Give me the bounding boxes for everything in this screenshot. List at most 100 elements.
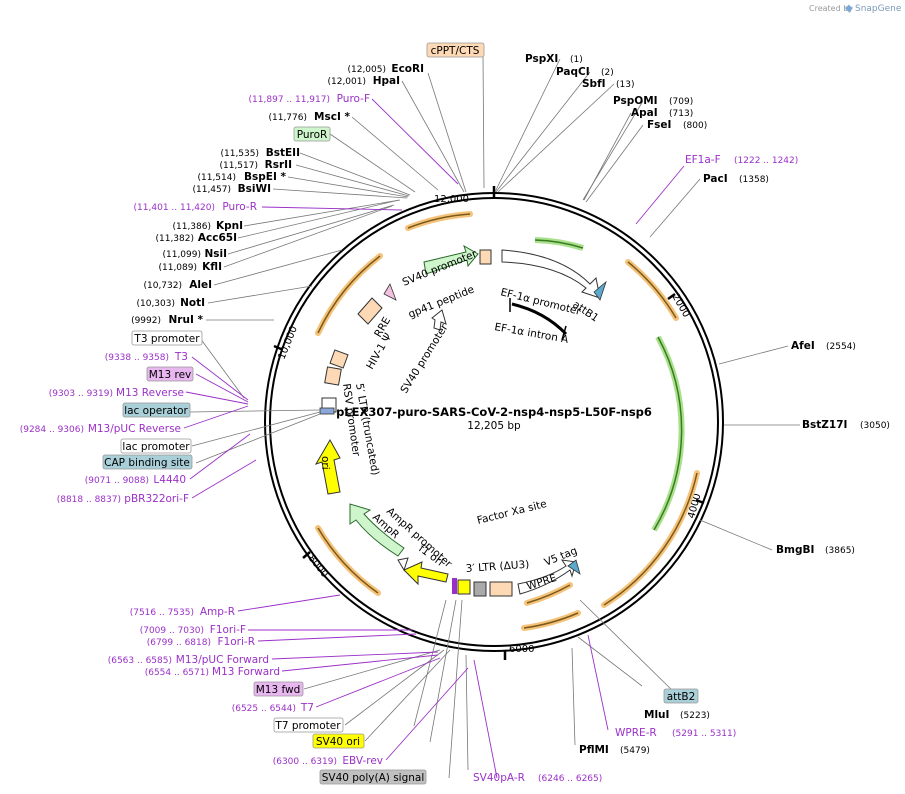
label-ltr3: 3′ LTR (ΔU3) [465, 559, 529, 575]
sv40-promoter-small-arrow [431, 309, 447, 331]
site-name-paci: PacI [703, 173, 728, 185]
site-name-msci: MscI * [314, 111, 350, 123]
orf-arc-green-top [534, 237, 584, 251]
site-pos-pspxi: (1) [570, 55, 583, 65]
primer-name-puro-f: Puro-F [337, 93, 370, 105]
site-name-sbfi: SbfI [582, 78, 606, 90]
sv40-ori-feature [457, 579, 471, 595]
site-pos-bmgbi: (3865) [825, 546, 855, 556]
primer-name-ef1a-f: EF1a-F [685, 154, 721, 166]
site-name-ecori: EcoRI [391, 63, 424, 75]
svg-text:PspXI: PspXI [525, 53, 558, 65]
tick-label-8000: 8000 [306, 553, 330, 580]
box-puror: PuroR [297, 129, 328, 141]
credit-prefix: Created by [809, 4, 853, 13]
site-name-mlui: MluI [644, 709, 669, 721]
box-lac-promoter: lac promoter [122, 441, 190, 453]
site-name-bsteii: BstEII [266, 147, 300, 159]
ltr3-feature [489, 581, 513, 597]
site-pos-afei: (2554) [826, 342, 856, 352]
site-name-bstz17i: BstZ17I [802, 419, 847, 431]
primer-name-t3: T3 [174, 351, 188, 363]
primer-labels: EF1a-F (1222 .. 1242) (11,897 .. 11,917)… [20, 93, 799, 784]
site-pos-kfli: (11,089) [158, 263, 197, 273]
ampr-arrow [349, 503, 405, 557]
box-t3-promoter: T3 promoter [133, 333, 200, 345]
primer-pos-wpre-r: (5291 .. 5311) [672, 729, 736, 739]
primer-pos-puro-r: (11,401 .. 11,420) [134, 203, 215, 213]
v5-feature [567, 559, 581, 575]
primer-name-amp-r: Amp-R [200, 606, 235, 618]
site-name-noti: NotI [180, 297, 205, 309]
box-t7-promoter: T7 promoter [274, 720, 341, 732]
site-name-nrui: NruI * [169, 314, 204, 326]
site-pos-fsei: (800) [683, 121, 707, 131]
tick-label-6000: 6000 [509, 644, 534, 655]
label-sv40-promoter-inner: SV40 promoter [398, 321, 451, 395]
ef1a-intron-arc [511, 302, 568, 336]
site-name-kpni: KpnI [216, 220, 243, 232]
box-cap-site: CAP binding site [104, 457, 190, 469]
site-name-nsii: NsiI [204, 248, 227, 260]
site-name-alei: AleI [189, 279, 212, 291]
orf-arc-5000b [521, 610, 581, 631]
orf-arc-puro [405, 211, 473, 231]
primer-name-m13-puc-reverse: M13/pUC Reverse [88, 423, 181, 435]
tick-10000 [273, 344, 282, 351]
ef1a-promoter-arrow [501, 249, 601, 299]
attb1-feature [593, 280, 607, 301]
primer-pos-m13-reverse: (9303 .. 9319) [49, 389, 113, 399]
site-name-fsei: FseI [647, 119, 671, 131]
site-pos-paqci: (2) [601, 68, 614, 78]
site-name-bspei: BspEI * [244, 171, 287, 183]
plasmid-name: pLEX307-puro-SARS-CoV-2-nsp4-nsp5-L50F-n… [336, 405, 652, 419]
primer-pos-puro-f: (11,897 .. 11,917) [249, 95, 330, 105]
primer-leader-lines [183, 98, 685, 779]
primer-pos-sv40pa-r: (6246 .. 6265) [538, 774, 602, 784]
tick-8000 [302, 551, 311, 559]
box-m13-rev: M13 rev [149, 369, 192, 381]
site-name-pspomi: PspOMI [613, 95, 658, 107]
site-labels-right: PspXI (1) PaqCI (2) SbfI (13) PspOMI (70… [525, 53, 890, 756]
site-pos-nsii: (11,099) [162, 250, 201, 260]
site-pos-hpai: (12,001) [327, 77, 366, 87]
label-wpre: WPRE [525, 572, 558, 593]
orf-arc-8000 [315, 525, 381, 596]
site-name-paqci: PaqCI [556, 66, 590, 78]
site-pos-alei: (10,732) [143, 281, 182, 291]
site-pos-pflmi: (5479) [620, 746, 650, 756]
site-name-kfli: KflI [202, 261, 222, 273]
site-pos-acc65i: (11,382) [155, 234, 194, 244]
site-labels-left: (12,005) EcoRI (12,001) HpaI (11,776) Ms… [131, 63, 424, 326]
primer-name-ebv-rev: EBV-rev [342, 755, 383, 767]
site-pos-rsrii: (11,517) [219, 161, 258, 171]
label-ori: ori [319, 456, 331, 470]
primer-name-wpre-r: WPRE-R [615, 727, 657, 739]
tick-2000 [667, 292, 676, 301]
tick-4000 [695, 498, 705, 505]
site-pos-kpni: (11,386) [172, 222, 211, 232]
primer-name-f1ori-f: F1ori-F [210, 624, 246, 636]
site-pos-bspei: (11,514) [197, 173, 236, 183]
primer-pos-m13-puc-forward: (6563 .. 6585) [108, 656, 172, 666]
site-pos-mlui: (5223) [680, 711, 710, 721]
primer-pos-t7: (6525 .. 6544) [232, 704, 296, 714]
primer-name-m13-forward: M13 Forward [212, 666, 280, 678]
site-pos-ecori: (12,005) [347, 65, 386, 75]
primer-name-m13-puc-forward: M13/pUC Forward [176, 654, 269, 666]
site-name-pspxi: PspXI [525, 53, 558, 65]
site-pos-msci: (11,776) [268, 113, 307, 123]
primer-pos-ebv-rev: (6300 .. 6319) [273, 757, 337, 767]
primer-pos-t3: (9338 .. 9358) [105, 353, 169, 363]
orf-arc-outlines [317, 213, 698, 629]
site-name-pflmi: PflMI [579, 744, 609, 756]
primer-name-sv40pa-r: SV40pA-R [473, 772, 525, 784]
site-name-apai: ApaI [631, 107, 658, 119]
site-pos-bsteii: (11,535) [220, 149, 259, 159]
site-pos-pspomi: (709) [669, 97, 693, 107]
ori-arrow [314, 438, 341, 495]
lower-primer-cluster [452, 578, 457, 594]
rre-feature [357, 297, 383, 325]
site-name-bsiwi: BsiWI [238, 183, 271, 195]
